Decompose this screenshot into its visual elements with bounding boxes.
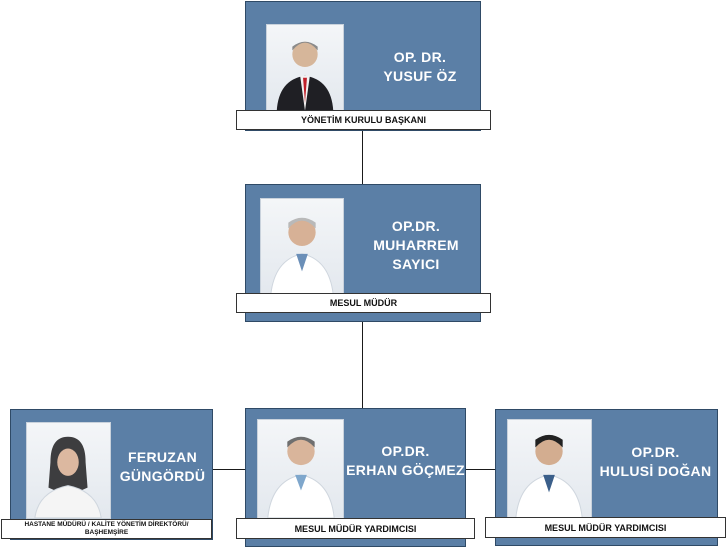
member-name: OP.DR. ERHAN GÖÇMEZ (346, 443, 465, 478)
person-silhouette-icon (276, 41, 334, 111)
connector-center-right (465, 469, 495, 470)
portrait-photo (260, 198, 344, 296)
role-label: MESUL MÜDÜR (236, 293, 491, 313)
member-name: FERUZAN GÜNGÖRDÜ (119, 449, 206, 484)
member-name: OP. DR. YUSUF ÖZ (383, 49, 457, 84)
role-label: MESUL MÜDÜR YARDIMCISI (236, 518, 475, 539)
member-name: OP.DR. MUHARREM SAYICI (373, 218, 459, 272)
person-silhouette-icon (270, 217, 334, 295)
portrait-photo (26, 422, 111, 519)
org-card-chair: OP. DR. YUSUF ÖZ (245, 1, 481, 131)
connector-manager-center (362, 321, 363, 408)
org-card-hospital-director: FERUZAN GÜNGÖRDÜ (10, 409, 213, 540)
portrait-photo (257, 419, 344, 519)
member-name: OP.DR. HULUSİ DOĞAN (599, 444, 712, 479)
connector-left-center (212, 469, 246, 470)
portrait-photo (507, 419, 592, 519)
role-label: HASTANE MÜDÜRÜ / KALİTE YÖNETİM DİREKTÖR… (1, 519, 212, 539)
role-label: MESUL MÜDÜR YARDIMCISI (485, 517, 726, 538)
portrait-photo (266, 24, 344, 112)
connector-chair-manager (362, 130, 363, 184)
person-silhouette-icon (515, 434, 583, 518)
role-label: YÖNETİM KURULU BAŞKANI (236, 110, 491, 130)
person-silhouette-icon (34, 436, 102, 518)
person-silhouette-icon (267, 436, 335, 518)
